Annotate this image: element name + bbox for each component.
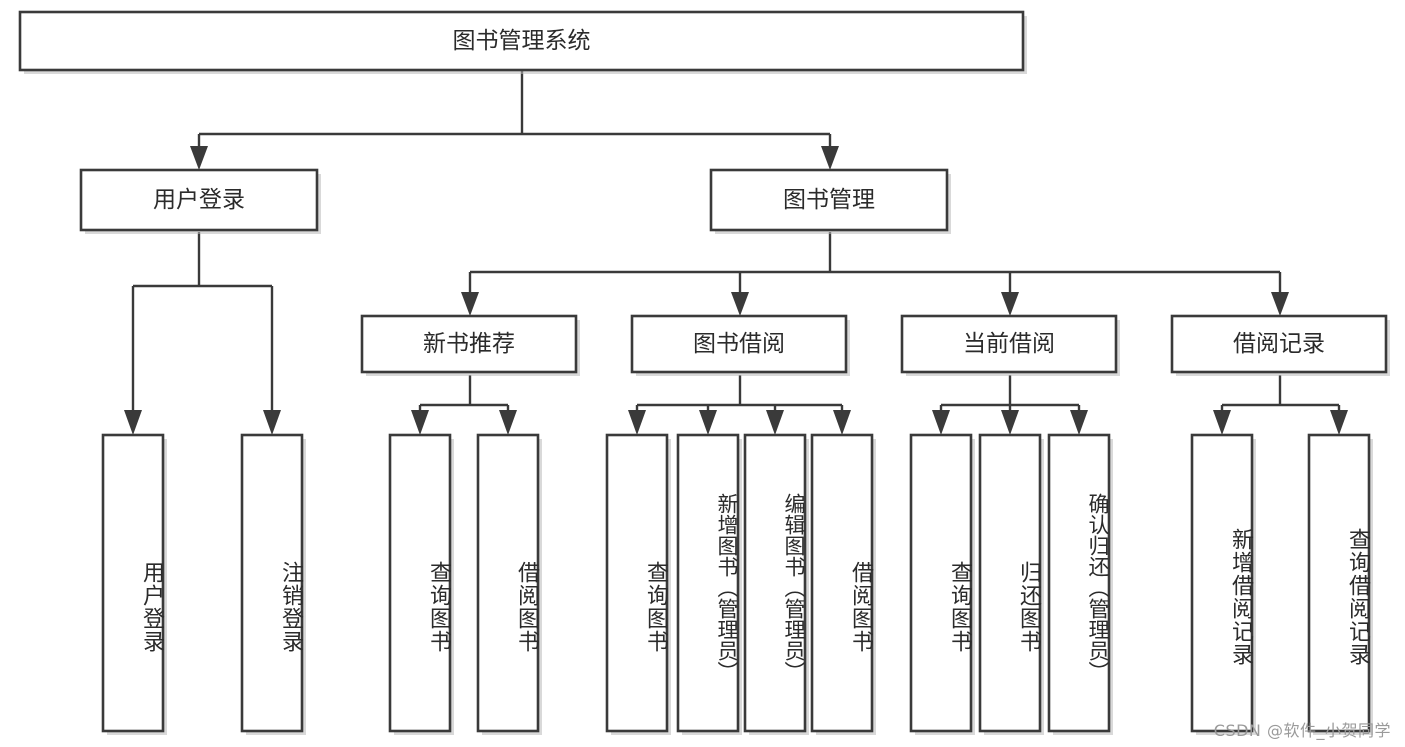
- node-box-current-borrow[interactable]: [900, 314, 1118, 374]
- arrow-head-leaf-edit-book: [766, 410, 784, 435]
- node-box-leaf-borrow-book-2[interactable]: [810, 433, 874, 733]
- node-box-book-borrow[interactable]: [630, 314, 848, 374]
- csdn-watermark: CSDN @软件_小贺同学: [1213, 721, 1391, 740]
- node-box-book-manage[interactable]: [709, 168, 949, 232]
- arrow-head-leaf-return-book: [1001, 410, 1019, 435]
- arrow-head-leaf-logout-login: [263, 410, 281, 435]
- connector-layer: [124, 70, 1348, 435]
- node-box-borrow-record[interactable]: [1170, 314, 1388, 374]
- arrow-head-leaf-query-book-3: [932, 410, 950, 435]
- node-box-leaf-return-book[interactable]: [978, 433, 1042, 733]
- node-box-leaf-user-login[interactable]: [101, 433, 165, 733]
- node-box-leaf-add-borrow-record[interactable]: [1190, 433, 1254, 733]
- node-box-leaf-confirm-return-admin[interactable]: [1047, 433, 1111, 733]
- arrow-head-user-login: [190, 146, 208, 170]
- arrow-head-leaf-query-book-2: [628, 410, 646, 435]
- node-box-leaf-query-book-3[interactable]: [909, 433, 973, 733]
- arrow-head-leaf-add-borrow-record: [1213, 410, 1231, 435]
- arrow-head-leaf-borrow-book-1: [499, 410, 517, 435]
- arrow-head-leaf-query-borrow-record: [1330, 410, 1348, 435]
- arrow-head-book-borrow: [731, 292, 749, 316]
- node-box-leaf-edit-book-admin[interactable]: [743, 433, 807, 733]
- arrow-head-current-borrow: [1001, 292, 1019, 316]
- arrow-head-leaf-query-book-1: [411, 410, 429, 435]
- node-box-leaf-query-book-2[interactable]: [605, 433, 669, 733]
- arrow-head-leaf-confirm-return: [1070, 410, 1088, 435]
- node-box-user-login[interactable]: [79, 168, 319, 232]
- box-layer: [18, 10, 1390, 735]
- node-box-leaf-add-book-admin[interactable]: [676, 433, 740, 733]
- node-box-leaf-logout-login[interactable]: [240, 433, 304, 733]
- arrow-head-leaf-user-login: [124, 410, 142, 435]
- arrow-head-leaf-add-book: [699, 410, 717, 435]
- arrow-head-borrow-record: [1271, 292, 1289, 316]
- node-box-new-book-rec[interactable]: [360, 314, 578, 374]
- arrow-head-book-manage: [821, 146, 839, 170]
- arrow-head-leaf-borrow-book-2: [833, 410, 851, 435]
- arrow-head-new-book-rec: [461, 292, 479, 316]
- node-box-root[interactable]: [18, 10, 1025, 72]
- node-box-leaf-query-book-1[interactable]: [388, 433, 452, 733]
- node-box-leaf-borrow-book-1[interactable]: [476, 433, 540, 733]
- node-box-leaf-query-borrow-record[interactable]: [1307, 433, 1371, 733]
